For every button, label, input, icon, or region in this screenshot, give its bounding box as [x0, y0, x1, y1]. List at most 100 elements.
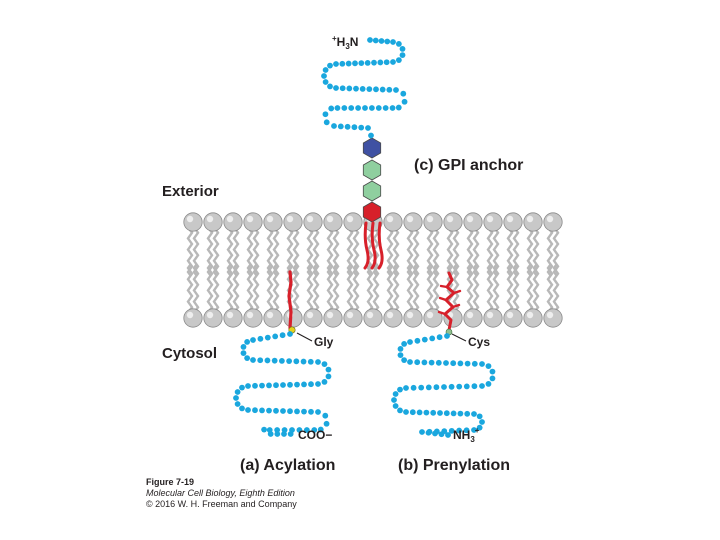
phospholipid-head	[383, 308, 403, 328]
phospholipid-head	[543, 212, 563, 232]
amino-acid-bead	[410, 384, 417, 391]
prenylated-polypeptide	[391, 333, 496, 438]
head-highlight	[546, 215, 554, 223]
amino-acid-bead	[348, 105, 355, 111]
fatty-acid-tail	[532, 228, 540, 276]
amino-acid-bead	[362, 105, 368, 111]
fatty-acid-tail	[392, 264, 400, 312]
amino-acid-bead	[327, 83, 333, 90]
fatty-acid-tail	[452, 264, 460, 312]
phospholipid-head	[403, 212, 423, 232]
fatty-acid-tail	[546, 264, 554, 312]
fatty-acid-tail	[406, 228, 414, 276]
amino-acid-bead	[359, 85, 366, 92]
amino-acid-bead	[457, 410, 464, 417]
head-highlight	[426, 311, 434, 319]
amino-acid-bead	[391, 397, 397, 403]
head-highlight	[226, 311, 234, 319]
fatty-acid-tail	[206, 264, 214, 312]
gpi-green-sugar-hexagon	[362, 159, 382, 181]
head-highlight	[526, 215, 534, 223]
amino-acid-bead	[323, 119, 330, 126]
fatty-acid-tail	[306, 228, 314, 276]
amino-acid-bead	[444, 333, 450, 339]
head-highlight	[466, 311, 474, 319]
amino-acid-bead	[471, 411, 477, 417]
fatty-acid-tail	[506, 264, 514, 312]
fatty-acid-tail	[192, 264, 200, 312]
amino-acid-bead	[334, 105, 341, 111]
fatty-acid-tail	[292, 264, 300, 312]
acyl-fatty-chain	[287, 270, 293, 330]
fatty-acid-tail	[452, 228, 460, 276]
amino-acid-bead	[392, 403, 399, 409]
amino-acid-bead	[355, 105, 362, 111]
amino-acid-bead	[429, 335, 436, 342]
head-highlight	[246, 311, 254, 319]
amino-acid-bead	[358, 124, 365, 131]
phospholipid-head	[303, 308, 323, 328]
phospholipid-head	[483, 308, 503, 328]
head-highlight	[346, 311, 354, 319]
fatty-acid-tail	[486, 228, 494, 276]
n-terminus-top-label: +H3N	[332, 34, 358, 51]
phospholipid-head	[503, 212, 523, 232]
amino-acid-bead	[432, 430, 438, 437]
fatty-acid-tail	[426, 228, 434, 276]
fatty-acid-tail	[286, 228, 294, 276]
amino-acid-bead	[456, 383, 463, 390]
fatty-acid-tail	[492, 228, 500, 276]
amino-acid-bead	[479, 419, 485, 425]
amino-acid-bead	[252, 382, 258, 389]
amino-acid-bead	[274, 431, 281, 437]
amino-acid-bead	[386, 86, 393, 93]
fatty-acid-tail	[246, 264, 254, 312]
amino-acid-bead	[397, 407, 403, 414]
gpi-anchor-label: (c) GPI anchor	[414, 157, 523, 174]
amino-acid-bead	[407, 339, 413, 345]
fatty-acid-tail	[526, 228, 534, 276]
head-highlight	[546, 311, 554, 319]
fatty-acid-tail	[346, 228, 354, 276]
amino-acid-bead	[489, 368, 496, 375]
amino-acid-bead	[325, 366, 332, 373]
fatty-acid-tail	[406, 264, 414, 312]
amino-acid-bead	[471, 360, 478, 367]
phospholipid-head	[363, 308, 383, 328]
amino-acid-bead	[450, 360, 457, 367]
fatty-acid-tail	[332, 228, 340, 276]
amino-acid-bead	[331, 123, 337, 129]
fatty-acid-tail	[466, 228, 474, 276]
phospholipid-head	[223, 212, 243, 232]
amino-acid-bead	[436, 334, 443, 341]
head-highlight	[306, 311, 314, 319]
head-highlight	[386, 311, 394, 319]
amino-acid-bead	[392, 391, 399, 397]
fatty-acid-tail	[266, 264, 274, 312]
phospholipid-head	[543, 308, 563, 328]
amino-acid-bead	[315, 409, 321, 415]
amino-acid-bead	[264, 357, 271, 364]
amino-acid-bead	[345, 60, 352, 67]
amino-acid-bead	[418, 384, 425, 391]
fatty-acid-tail	[386, 264, 394, 312]
head-highlight	[186, 215, 194, 223]
head-highlight	[306, 215, 314, 223]
amino-acid-bead	[279, 332, 286, 339]
amino-acid-bead	[464, 360, 471, 367]
head-highlight	[266, 311, 274, 319]
fatty-acid-tail	[272, 228, 280, 276]
phospholipid-head	[243, 308, 263, 328]
fatty-acid-tail	[192, 228, 200, 276]
fatty-acid-tail	[226, 228, 234, 276]
prenyl-methyl-branch	[439, 284, 449, 289]
amino-acid-bead	[250, 357, 256, 363]
cytosol-label: Cytosol	[162, 345, 217, 362]
amino-acid-bead	[315, 381, 321, 387]
fatty-acid-tail	[372, 264, 380, 312]
fatty-acid-tail	[366, 264, 374, 312]
amino-acid-bead	[407, 359, 413, 365]
head-highlight	[346, 215, 354, 223]
amino-acid-bead	[273, 382, 279, 389]
head-highlight	[286, 215, 294, 223]
